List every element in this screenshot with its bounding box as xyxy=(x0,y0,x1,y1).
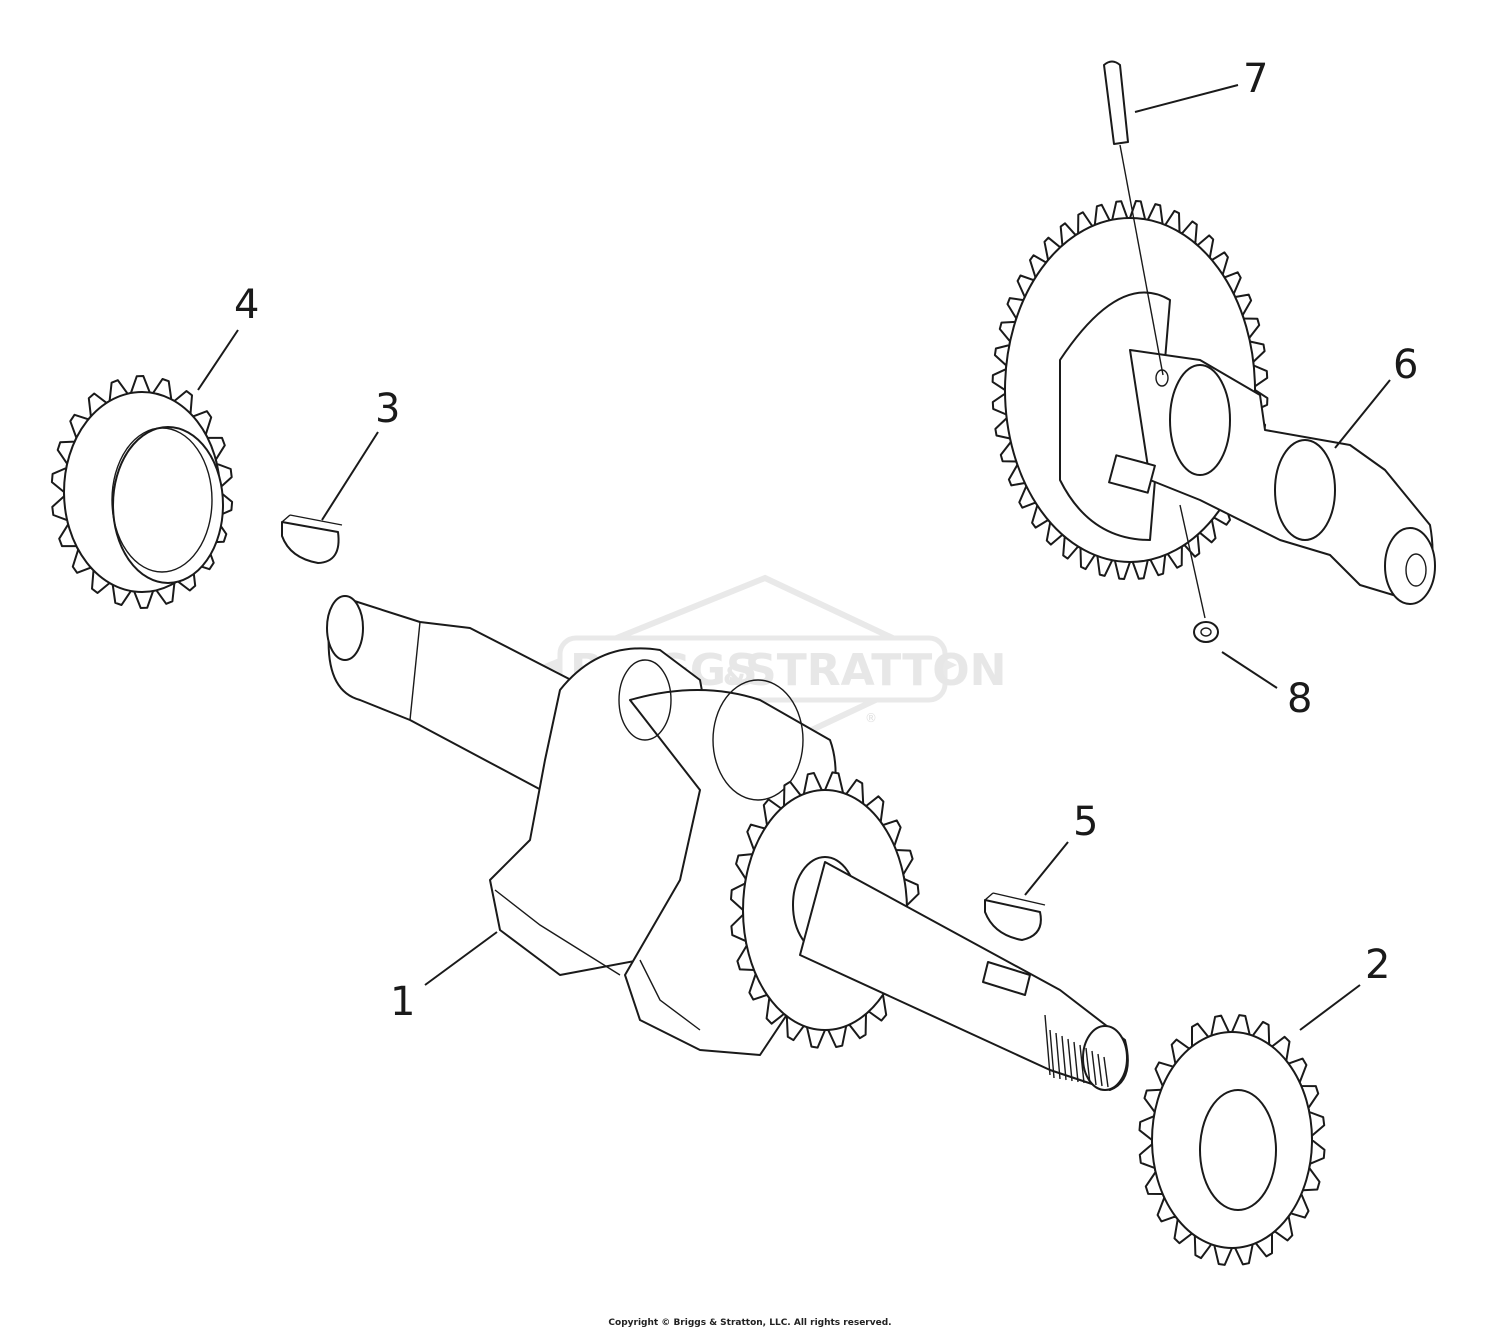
gear-2[interactable] xyxy=(1138,1014,1326,1266)
leader-lines xyxy=(197,84,1391,1031)
watermark-ampersand: & xyxy=(723,662,746,692)
watermark-registered: ® xyxy=(865,711,877,725)
thread-line xyxy=(1079,1044,1085,1084)
thread-line xyxy=(1085,1047,1091,1085)
callout-8: 8 xyxy=(1287,676,1312,722)
callout-1: 1 xyxy=(390,979,415,1025)
thread-line xyxy=(1091,1050,1097,1086)
thread-line xyxy=(1049,1029,1055,1079)
callout-3: 3 xyxy=(375,386,400,432)
gear-4[interactable] xyxy=(50,375,234,609)
thread-line xyxy=(1097,1053,1103,1087)
callout-7: 7 xyxy=(1243,56,1268,102)
callout-6: 6 xyxy=(1393,342,1418,388)
camshaft-gear-6[interactable] xyxy=(991,200,1436,605)
thread-line xyxy=(1073,1041,1079,1083)
woodruff-key-3[interactable] xyxy=(281,514,343,564)
crankshaft-1[interactable] xyxy=(326,595,1129,1091)
thread-line xyxy=(1103,1056,1109,1088)
callout-2: 2 xyxy=(1365,942,1390,988)
thread-line xyxy=(1055,1032,1061,1080)
callout-labels: 1 2 3 4 5 6 7 8 xyxy=(234,56,1418,1025)
thread-line xyxy=(1061,1035,1067,1081)
callout-5: 5 xyxy=(1073,799,1098,845)
callout-4: 4 xyxy=(234,282,259,328)
spring-8[interactable] xyxy=(1179,504,1219,643)
watermark-brand-right: STRATTON xyxy=(745,645,1007,696)
woodruff-key-5[interactable] xyxy=(984,892,1046,941)
pin-7[interactable] xyxy=(1103,60,1164,376)
thread-line xyxy=(1067,1038,1073,1082)
copyright-notice: Copyright © Briggs & Stratton, LLC. All … xyxy=(608,1318,892,1328)
